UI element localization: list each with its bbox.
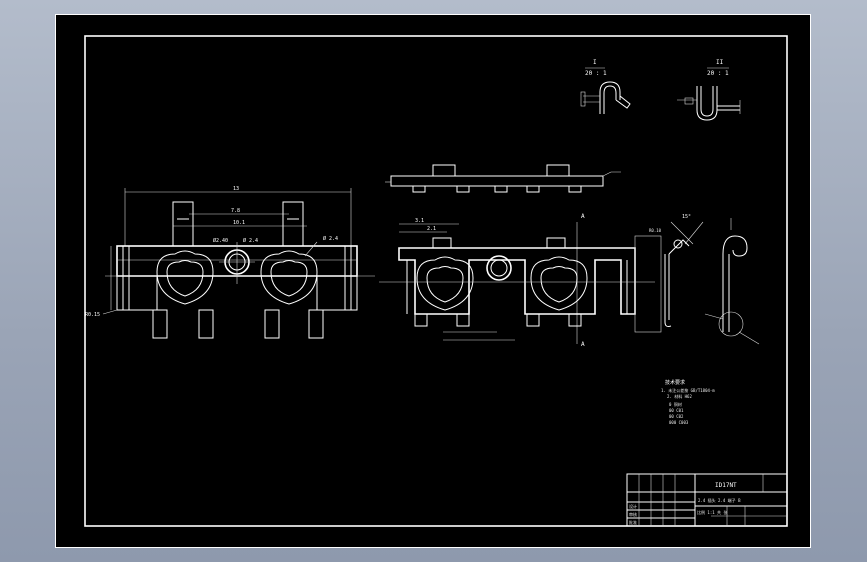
dim-ref-tr: R0.10: [649, 228, 662, 233]
dim-ref-left: R0.15: [85, 312, 100, 318]
front-view-right: A A 3.1 2.1: [379, 213, 662, 348]
drawing-border: [84, 35, 788, 527]
tech-notes-title: 技术要求: [665, 379, 685, 386]
detail-view-1-scale: 20 : 1: [585, 70, 607, 77]
title-checker: 审核: [629, 511, 637, 517]
cad-viewport[interactable]: I 20 : 1 II 20 : 1: [55, 14, 811, 548]
title-part-number: ID17NT: [715, 482, 737, 489]
title-scale-row: 比例 1:1 共 张: [697, 509, 727, 515]
dim-31: 3.1: [415, 218, 424, 224]
detail-view-2-scale: 20 : 1: [707, 70, 729, 77]
dim-inner-width: 7.8: [231, 208, 240, 214]
dim-hole-left: Ø2.40: [213, 237, 228, 244]
front-view-left: 13 7.8 10.1 Ø2.40 Ø 2.4 Ø 2.4: [85, 186, 375, 339]
title-part-name: 2.4 插头 2.4 端子 B: [698, 497, 741, 503]
technical-notes: 技术要求 1. 未注公差按 GB/T1804-m 2. 材料 H62 0 铜材 …: [661, 379, 715, 425]
detail-view-2: II 20 : 1: [677, 59, 741, 121]
sheet-outer-frame: [55, 14, 811, 548]
tech-material-2: 00 C01: [669, 408, 684, 413]
dim-angle: 15°: [682, 214, 691, 220]
dim-overall-width: 13: [233, 186, 239, 192]
side-view-hook-right: [704, 218, 760, 345]
section-mark-bottom: A: [581, 341, 585, 348]
detail-view-1-label: I: [593, 59, 597, 66]
detail-view-2-label: II: [716, 59, 724, 66]
title-designer: 设计: [629, 503, 637, 509]
detail-view-1: I 20 : 1: [580, 59, 631, 114]
dim-hole-right: Ø 2.4: [323, 235, 338, 242]
tech-material-4: 000 C003: [669, 420, 689, 425]
tech-note-line-1: 1. 未注公差按 GB/T1804-m: [661, 387, 715, 393]
strip-top-view: [385, 164, 621, 193]
tech-material-3: 00 C02: [669, 414, 684, 419]
section-mark-top: A: [581, 213, 585, 220]
tech-material-1: 0 铜材: [669, 401, 682, 407]
dim-hole-label: Ø 2.4: [243, 237, 258, 244]
dim-gap-width: 10.1: [233, 220, 245, 226]
dim-21: 2.1: [427, 226, 436, 232]
side-view-hook-left: 15° R0.10: [649, 214, 704, 327]
title-approver: 批准: [629, 519, 637, 525]
title-block: ID17NT 2.4 插头 2.4 端子 B 比例 1:1 共 张 设计 审核 …: [626, 473, 788, 527]
engineering-drawing: I 20 : 1 II 20 : 1: [55, 14, 811, 548]
tech-note-line-2: 2. 材料 H62: [667, 393, 692, 399]
